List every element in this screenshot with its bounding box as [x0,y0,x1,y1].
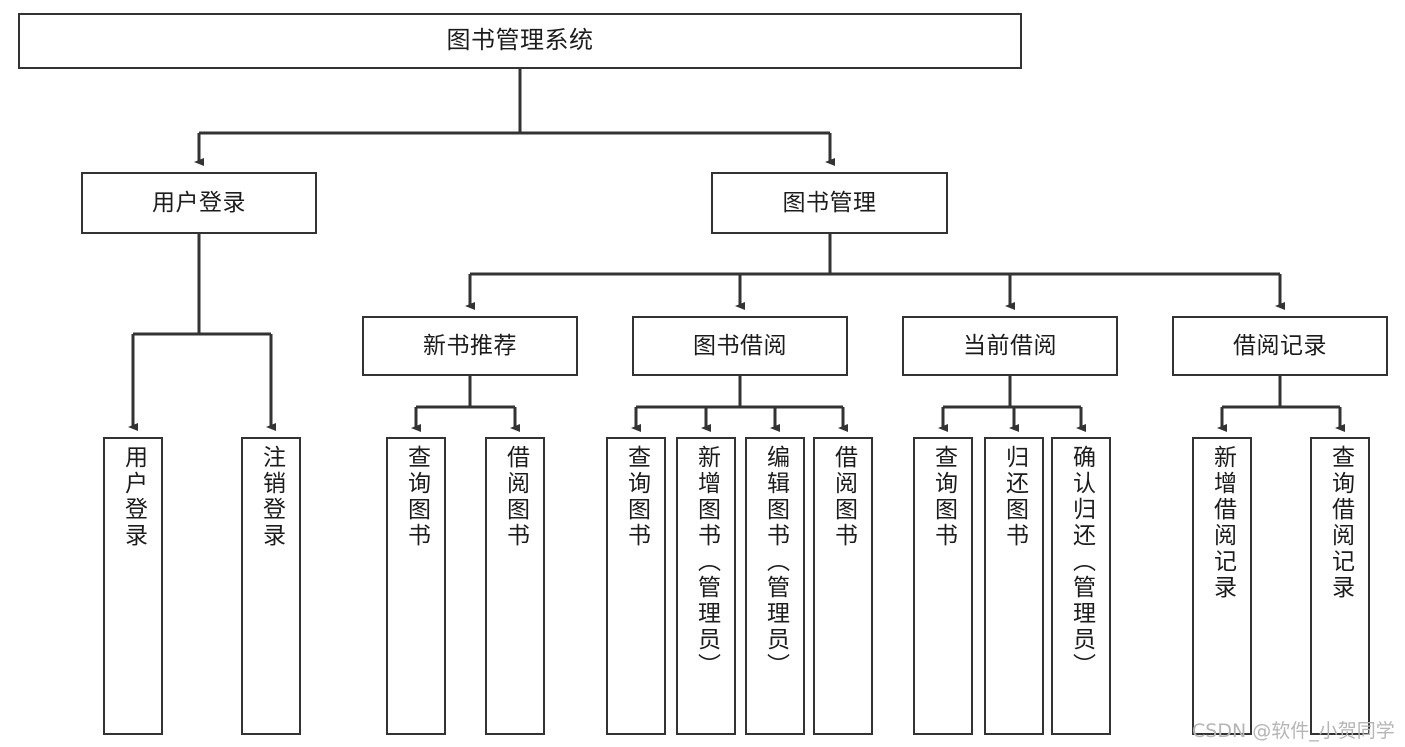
node-leaf-confirm-return-label: 确认归还（管理员） [1068,445,1095,679]
node-leaf-add-book-label: 新增图书（管理员） [693,445,720,679]
node-root-label: 图书管理系统 [446,26,594,55]
node-new-book-recommend-label: 新书推荐 [423,332,517,359]
node-leaf-user-logout-label: 注销登录 [258,445,285,549]
node-leaf-user-logout[interactable]: 注销登录 [241,437,301,735]
node-leaf-edit-book[interactable]: 编辑图书（管理员） [745,437,805,735]
node-leaf-query-book-3-label: 查询图书 [930,445,957,549]
node-leaf-query-book-2[interactable]: 查询图书 [606,437,666,735]
node-user-login[interactable]: 用户登录 [81,172,317,234]
node-leaf-user-login-label: 用户登录 [120,445,147,549]
node-leaf-add-book[interactable]: 新增图书（管理员） [676,437,736,735]
node-leaf-borrow-book-1[interactable]: 借阅图书 [485,437,545,735]
node-new-book-recommend[interactable]: 新书推荐 [362,316,578,376]
node-user-login-label: 用户登录 [152,189,246,216]
node-root[interactable]: 图书管理系统 [18,13,1022,69]
node-leaf-borrow-book-1-label: 借阅图书 [502,445,529,549]
watermark-text: CSDN @软件_小贺同学 [1192,720,1395,742]
node-leaf-query-book-1-label: 查询图书 [403,445,430,549]
node-leaf-borrow-book-2[interactable]: 借阅图书 [813,437,873,735]
node-leaf-query-book-2-label: 查询图书 [623,445,650,549]
node-leaf-return-book-label: 归还图书 [1001,445,1028,549]
node-book-borrow[interactable]: 图书借阅 [632,316,848,376]
node-leaf-query-record[interactable]: 查询借阅记录 [1310,437,1370,735]
node-book-manage-label: 图书管理 [782,189,877,216]
node-leaf-confirm-return[interactable]: 确认归还（管理员） [1051,437,1111,735]
node-leaf-query-book-3[interactable]: 查询图书 [913,437,973,735]
node-leaf-add-record[interactable]: 新增借阅记录 [1192,437,1252,735]
node-leaf-query-book-1[interactable]: 查询图书 [386,437,446,735]
node-current-borrow-label: 当前借阅 [963,332,1057,359]
node-book-borrow-label: 图书借阅 [693,332,787,359]
node-leaf-add-record-label: 新增借阅记录 [1209,445,1236,601]
node-leaf-return-book[interactable]: 归还图书 [984,437,1044,735]
node-borrow-record[interactable]: 借阅记录 [1172,316,1388,376]
node-book-manage[interactable]: 图书管理 [711,172,948,234]
node-leaf-borrow-book-2-label: 借阅图书 [830,445,857,549]
node-leaf-user-login[interactable]: 用户登录 [103,437,163,735]
node-borrow-record-label: 借阅记录 [1233,332,1327,359]
node-leaf-query-record-label: 查询借阅记录 [1327,445,1354,601]
node-leaf-edit-book-label: 编辑图书（管理员） [762,445,789,679]
node-current-borrow[interactable]: 当前借阅 [902,316,1118,376]
